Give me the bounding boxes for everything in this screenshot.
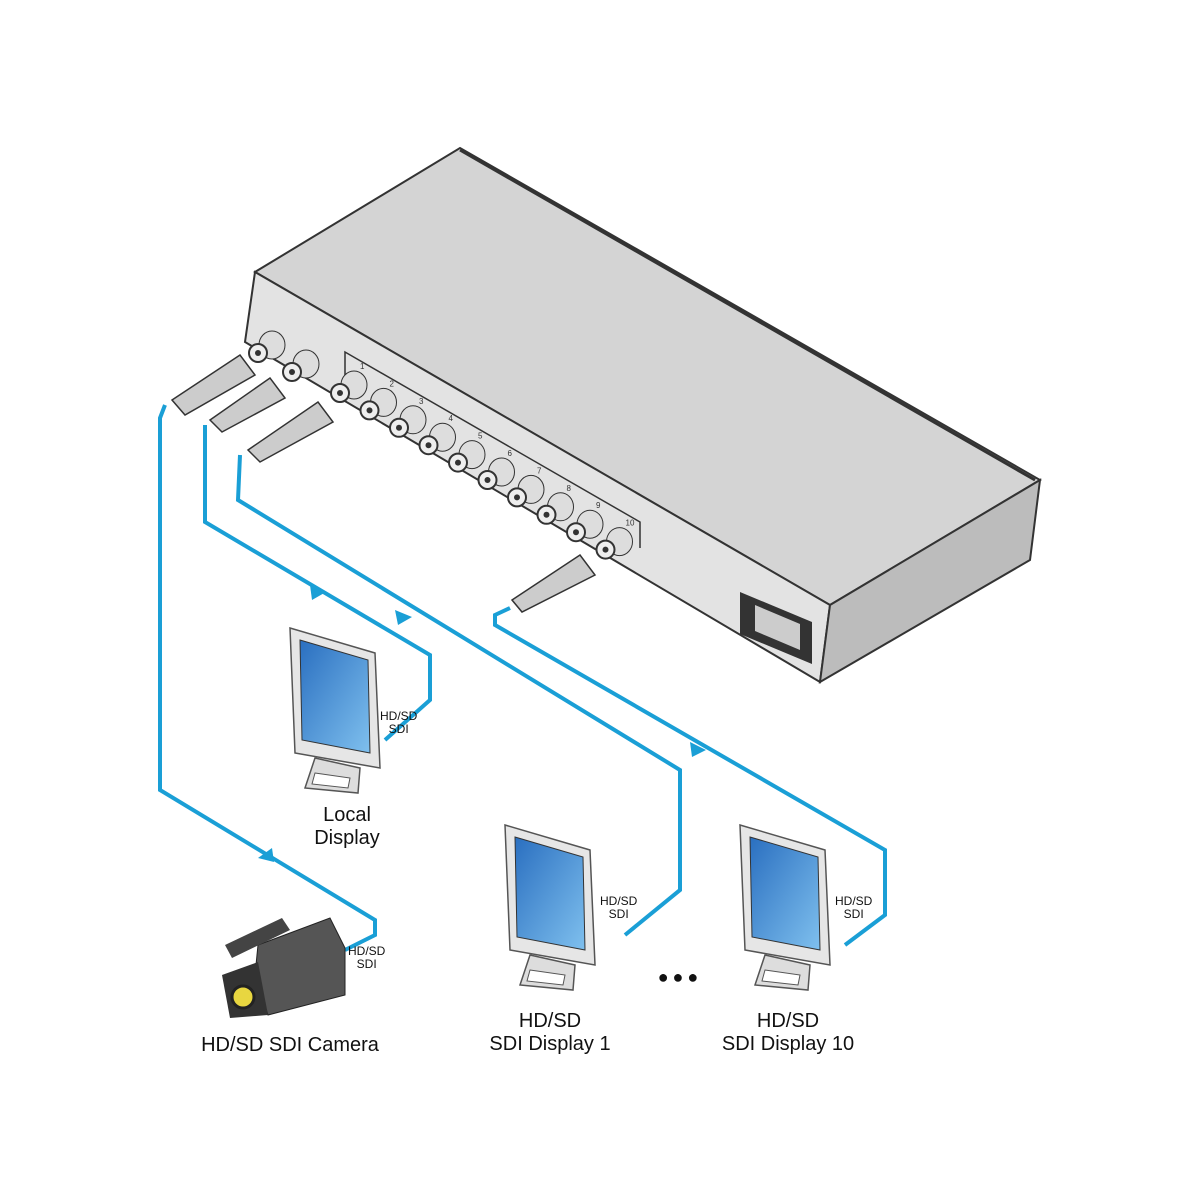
port-number: 2 (390, 379, 395, 388)
local-display-monitor (289, 627, 381, 794)
signal-line-2: SDI (356, 957, 377, 971)
output-port-3: 3 (389, 397, 427, 438)
signal-line-1: HD/SD (348, 944, 386, 958)
output-port-2: 2 (359, 379, 397, 421)
port-number: 8 (567, 484, 572, 493)
port-number: 3 (419, 397, 424, 406)
port-number: 9 (596, 501, 601, 510)
signal-line-2: SDI (843, 907, 864, 921)
signal-line-1: HD/SD (380, 709, 418, 723)
output-port-10: 10 (595, 519, 635, 560)
output-port-4: 4 (418, 414, 456, 456)
display-10-cable (493, 606, 887, 947)
camera-label: HD/SD SDI Camera (201, 1034, 379, 1056)
arrows (258, 585, 706, 862)
signal-line-1: HD/SD (835, 894, 873, 908)
label-line-1: HD/SD (518, 1010, 582, 1032)
local-display-cable (203, 425, 432, 742)
ellipsis: ●●● (657, 967, 703, 987)
bnc-ports: 1 2 3 4 5 6 7 8 9 10 (248, 330, 635, 560)
label-line-1: HD/SD (756, 1010, 820, 1032)
label-line-1: Local (323, 804, 371, 826)
input-port (248, 330, 286, 363)
display-1-monitor (504, 824, 596, 991)
camera (222, 917, 346, 1018)
label-line-2: Display (314, 827, 380, 849)
output-port-7: 7 (507, 466, 545, 508)
port-number: 6 (508, 449, 513, 458)
loop-port (282, 349, 320, 382)
output-port-5: 5 (448, 432, 486, 473)
signal-line-1: HD/SD (600, 894, 638, 908)
output-port-8: 8 (536, 484, 574, 525)
output-port-1: 1 (330, 362, 368, 403)
display-1-cable (235, 454, 682, 937)
signal-line-2: SDI (388, 722, 409, 736)
label-line-2: SDI Display 1 (489, 1033, 611, 1055)
connectors (170, 353, 597, 613)
port-number: 5 (478, 432, 483, 441)
port-number: 7 (537, 466, 542, 475)
output-port-6: 6 (477, 449, 515, 490)
port-number: 4 (449, 414, 454, 423)
power-socket (740, 592, 812, 664)
label-line-2: SDI Display 10 (721, 1033, 855, 1055)
signal-line-2: SDI (608, 907, 629, 921)
output-port-9: 9 (566, 501, 604, 543)
port-number: 1 (360, 362, 365, 371)
port-number: 10 (626, 519, 635, 528)
display-10-monitor (739, 824, 831, 991)
